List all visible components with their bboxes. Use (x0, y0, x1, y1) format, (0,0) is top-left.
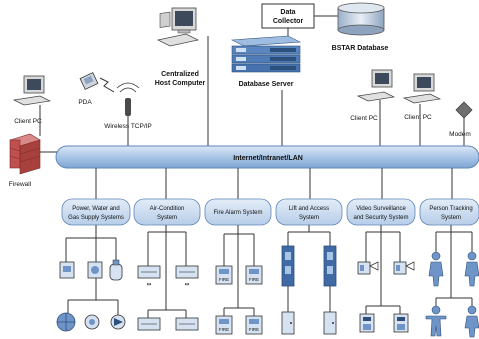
subsystem-3-line2: System (299, 215, 319, 221)
client-pc-left-label: Client PC (14, 118, 42, 125)
wireless-zigzag-icon (99, 77, 115, 93)
pda-icon (79, 72, 99, 90)
lift-shaft-icon (281, 245, 295, 287)
client-pc-left-icon (12, 75, 52, 106)
subsystem-1-line1: Air-Condition (150, 206, 185, 212)
person-icon (464, 251, 479, 287)
subsystem-person-tracking: Person Tracking System (419, 198, 479, 226)
top-connectors (39, 36, 465, 153)
svg-text:⇹: ⇹ (184, 282, 189, 288)
pda-label: PDA (78, 99, 92, 106)
client-pc-right2-label: Client PC (404, 114, 432, 121)
keypad-icon (393, 313, 409, 333)
pump-icon (110, 314, 126, 330)
person-icon (428, 251, 444, 287)
fire-text: FIRE (219, 277, 229, 282)
valve-sphere-icon (56, 312, 76, 332)
network-bus: Internet/Intranet/LAN (55, 145, 479, 169)
subsystem-4-line2: and Security System (353, 215, 408, 221)
subsystem-3-line1: Lift and Access (289, 206, 329, 212)
data-collector: Data Collector (261, 3, 315, 29)
subsystem-5-line1: Person Tracking (429, 206, 472, 212)
fire-alarm-panel-icon: FIRE (245, 315, 263, 335)
data-collector-label-2: Collector (273, 18, 304, 25)
database-label: BSTAR Database (332, 45, 389, 52)
person-icon (464, 305, 479, 338)
subsystem-4-line1: Video Surveillance (356, 206, 406, 212)
fire-text: FIRE (249, 277, 259, 282)
server-label: Database Server (239, 81, 294, 88)
subsystem-fire-alarm: Fire Alarm System (204, 198, 272, 226)
keypad-icon (359, 313, 375, 333)
subsystem-power-water-gas: Power, Water and Gas Supply Systems (61, 198, 131, 226)
svg-text:⇹: ⇹ (146, 282, 151, 288)
pipe-valve-icon (84, 314, 100, 330)
subsystem-1-line2: System (157, 215, 177, 221)
device-wiring (65, 225, 473, 318)
fire-alarm-panel-icon: FIRE (245, 265, 263, 285)
subsystem-lift-access: Lift and Access System (275, 198, 343, 226)
firewall-icon (9, 133, 41, 175)
modem-icon (455, 101, 473, 119)
ac-unit-icon: ⇹ (137, 265, 161, 288)
camera-icon (393, 261, 415, 275)
firewall-label: Firewall (9, 181, 32, 188)
client-pc-right1-icon (356, 69, 396, 102)
ac-unit-icon (137, 317, 161, 331)
database-icon (337, 2, 385, 36)
fire-text: FIRE (219, 327, 229, 332)
subsystem-0-line2: Gas Supply Systems (68, 215, 124, 221)
camera-icon (357, 261, 379, 275)
door-icon (281, 311, 295, 335)
gas-cylinder-icon (109, 259, 123, 281)
modem-label: Modem (449, 131, 471, 138)
subsystem-video-security: Video Surveillance and Security System (346, 198, 416, 226)
door-icon (323, 311, 337, 335)
client-pc-right2-icon (402, 73, 442, 104)
host-computer-icon (156, 7, 200, 47)
electric-meter-icon (59, 261, 75, 279)
subsystem-connectors (95, 168, 453, 199)
lift-shaft-icon (323, 245, 337, 287)
water-meter-icon (87, 261, 103, 279)
server-icon (230, 35, 302, 73)
data-collector-label-1: Data (280, 9, 295, 16)
host-label-2: Host Computer (155, 80, 206, 87)
subsystem-5-line2: System (441, 215, 461, 221)
ac-unit-icon (175, 317, 199, 331)
fire-alarm-panel-icon: FIRE (215, 315, 233, 335)
client-pc-right1-label: Client PC (350, 115, 378, 122)
bus-label: Internet/Intranet/LAN (233, 155, 303, 162)
fire-alarm-panel-icon: FIRE (215, 265, 233, 285)
subsystem-2-line1: Fire Alarm System (213, 210, 262, 216)
antenna-icon (116, 82, 140, 116)
subsystem-0-line1: Power, Water and (72, 206, 119, 212)
ac-unit-icon: ⇹ (175, 265, 199, 288)
host-label-1: Centralized (161, 71, 199, 78)
person-icon (425, 305, 447, 337)
subsystem-air-condition: Air-Condition System (133, 198, 201, 226)
fire-text: FIRE (249, 327, 259, 332)
